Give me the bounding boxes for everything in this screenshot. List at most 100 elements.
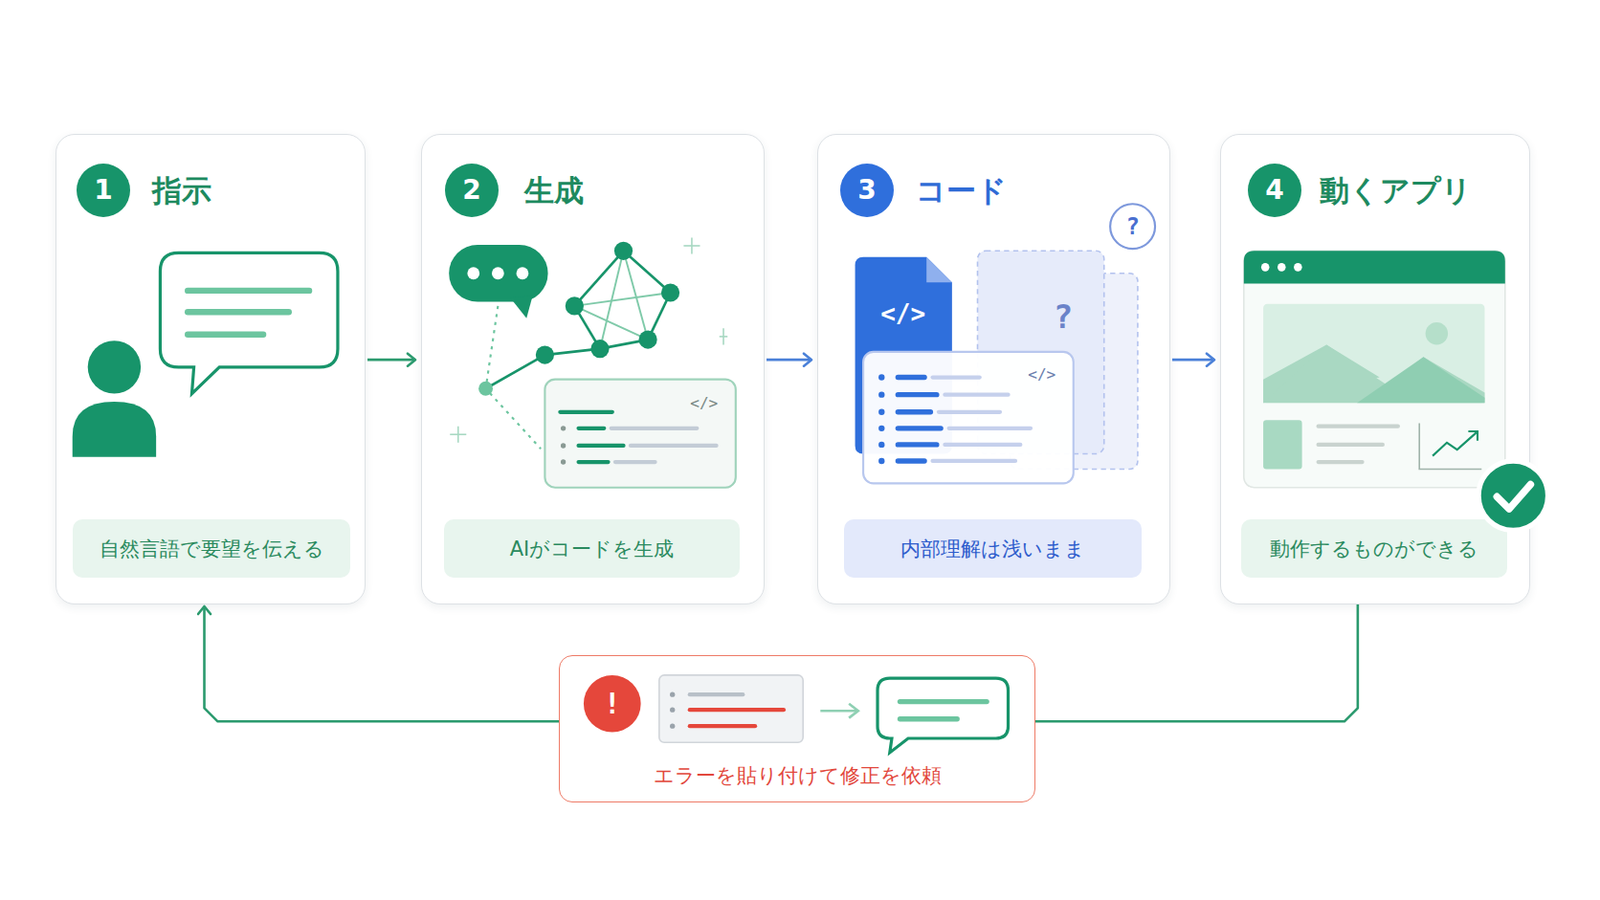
code-glyph: </>	[1027, 367, 1056, 383]
code-line	[615, 460, 656, 465]
step-card: 生成2AIがコードを生成	[421, 133, 765, 605]
mountain	[1356, 356, 1485, 403]
chart-arrow	[1467, 431, 1478, 442]
step-title: 指示	[152, 172, 212, 209]
window-dot	[1277, 263, 1287, 272]
error-icon	[583, 675, 642, 734]
chat-bubble-tail	[510, 295, 533, 318]
code-dot	[878, 458, 885, 465]
code-dot	[560, 459, 566, 465]
code-line	[933, 459, 1016, 464]
text-line	[187, 288, 310, 294]
caption-pill: 自然言語で要望を伝える	[72, 519, 351, 578]
step-card: 動くアプリ 4 動作するものができる	[1220, 133, 1531, 605]
sparkle	[690, 237, 693, 254]
code-line	[897, 442, 937, 447]
small-arrow-head	[848, 704, 859, 719]
question-circle	[1110, 203, 1156, 249]
app-window	[1244, 250, 1506, 488]
text-line	[1318, 443, 1383, 447]
chart-axis	[1419, 423, 1482, 470]
caption-text: 内部理解は浅いまま	[900, 536, 1086, 562]
code-line	[897, 458, 925, 464]
network-link	[574, 250, 623, 307]
question-mark: ?	[1053, 300, 1073, 334]
network-node	[565, 296, 584, 315]
chat-dot	[516, 266, 530, 280]
text-line	[1318, 424, 1399, 429]
feedback-box: エラーを貼り付けて修正を依頼	[558, 655, 1036, 803]
text-line	[187, 332, 264, 338]
step-number-text: 3	[857, 175, 876, 206]
network-node	[661, 283, 680, 302]
code-dot	[878, 442, 885, 448]
step-number-text: 4	[1265, 175, 1284, 206]
step-card: コード3内部理解は浅いまま	[817, 133, 1171, 605]
network-node	[478, 381, 493, 397]
step-card: 指示 1 自然言語で要望を伝える	[55, 133, 366, 605]
error-mark: !	[603, 689, 622, 719]
window-bar	[1244, 250, 1506, 284]
network-link	[623, 250, 671, 293]
illustration-group	[72, 203, 1549, 754]
code-line	[897, 392, 937, 398]
sparkle	[457, 426, 460, 444]
code-dot	[669, 707, 675, 712]
network-link	[600, 250, 624, 349]
text-line	[899, 699, 987, 705]
sparkle	[722, 328, 725, 345]
caption-pill: 動作するものができる	[1241, 519, 1508, 578]
network-link	[647, 292, 670, 340]
error-panel	[659, 675, 803, 743]
code-line	[944, 393, 1008, 398]
mountain	[1263, 344, 1485, 403]
code-panel	[544, 379, 735, 489]
code-line	[944, 443, 1021, 447]
code-line	[689, 692, 743, 697]
code-file	[855, 257, 953, 455]
step-number: 3	[840, 163, 894, 218]
flow-connector	[1035, 604, 1358, 722]
network-link	[574, 292, 670, 307]
reply-bubble	[877, 678, 1008, 754]
caption-text: AIがコードを生成	[510, 536, 675, 562]
network-node	[614, 242, 633, 261]
caption-text: 自然言語で要望を伝える	[99, 536, 325, 562]
chart-line	[1432, 432, 1477, 457]
step-number-text: 1	[93, 175, 112, 206]
flow-connector	[204, 606, 559, 722]
code-dot	[560, 443, 566, 448]
code-dot	[878, 425, 885, 432]
code-line	[933, 375, 980, 379]
person-head	[88, 340, 141, 394]
caption-text: 動作するものができる	[1269, 536, 1479, 562]
code-line	[578, 444, 624, 448]
code-dot	[878, 409, 885, 416]
code-line	[897, 409, 931, 415]
feedback-text: エラーを貼り付けて修正を依頼	[559, 762, 1035, 790]
check-badge	[1478, 461, 1549, 532]
mountain	[1263, 344, 1380, 403]
network-link	[574, 306, 600, 350]
step-title: 動くアプリ	[1319, 172, 1472, 209]
step-number: 1	[76, 163, 131, 218]
code-line	[559, 410, 612, 415]
code-glyph: </>	[880, 301, 926, 327]
sparkles	[449, 237, 728, 443]
sparkle	[683, 244, 700, 247]
file-fold	[926, 257, 953, 284]
code-dot	[669, 724, 675, 730]
chat-dot	[491, 266, 505, 280]
flow-connector	[766, 358, 812, 362]
window-dot	[1261, 263, 1270, 272]
caption-pill: AIがコードを生成	[444, 519, 740, 578]
sun	[1425, 322, 1448, 345]
network-node	[535, 345, 555, 364]
thumbnail	[1263, 420, 1303, 469]
ghost-page	[977, 250, 1105, 454]
network-links	[486, 250, 671, 389]
network-link	[623, 250, 649, 340]
